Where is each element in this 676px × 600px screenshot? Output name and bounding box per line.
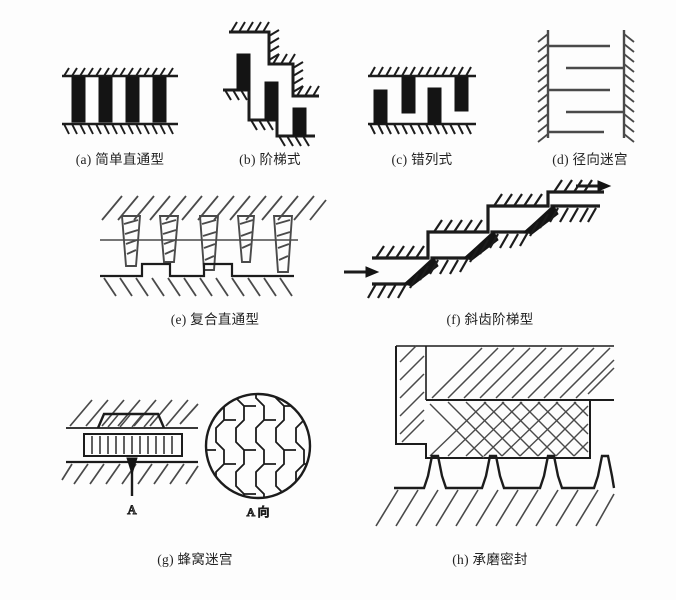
abradable-layer [429,401,589,459]
face-view-label: A 向 [246,504,269,519]
honeycomb-cell-grid [206,394,310,498]
flow-arrow-right-icon [576,180,612,192]
panel-f-drawing [344,179,612,299]
panel-e-teeth [120,215,294,273]
panel-g-honeycomb-cells [91,436,173,454]
panel-c-drawing [368,66,476,135]
panel-h-drawing [375,345,616,527]
caption-d: (d) 径向迷宫 [552,152,628,167]
panel-b-teeth [236,53,307,137]
panel-c-teeth [373,76,469,125]
caption-b: (b) 阶梯式 [239,152,301,167]
caption-h: (h) 承磨密封 [452,552,528,567]
panel-g-face-drawing: A 向 [204,392,312,520]
panel-g-section-drawing: A [61,399,199,518]
panel-h-abradable-seal [372,340,616,536]
caption-f: (f) 斜齿阶梯型 [446,312,534,327]
caption-a: (a) 简单直通型 [75,152,165,167]
panel-d-drawing [537,30,635,143]
caption-c: (c) 错列式 [391,152,453,167]
panel-b-drawing [223,21,320,147]
panel-a-simple-straight-through [56,58,184,142]
panel-a-teeth [71,76,167,123]
panel-e-drawing [100,195,327,297]
panel-b-stepped [215,16,327,147]
panel-f-inclined-tooth-stepped [342,179,642,300]
panel-f-inclined-teeth [402,205,559,287]
panel-e-compound-straight-through [98,190,330,298]
caption-g: (g) 蜂窝迷宫 [157,552,233,567]
panel-d-fins [548,44,624,134]
flow-arrow-left-icon [344,266,380,278]
panel-a-drawing [62,67,178,135]
panel-h-rotor-teeth [394,454,616,490]
section-arrow-a-icon [126,457,138,496]
panel-g-honeycomb-section: A [61,392,202,522]
panel-d-radial-labyrinth [524,24,654,144]
section-arrow-label: A [127,502,137,517]
caption-e: (e) 复合直通型 [170,312,260,327]
panel-g-honeycomb-face: A 向 [200,390,320,522]
panel-c-staggered [362,58,482,142]
